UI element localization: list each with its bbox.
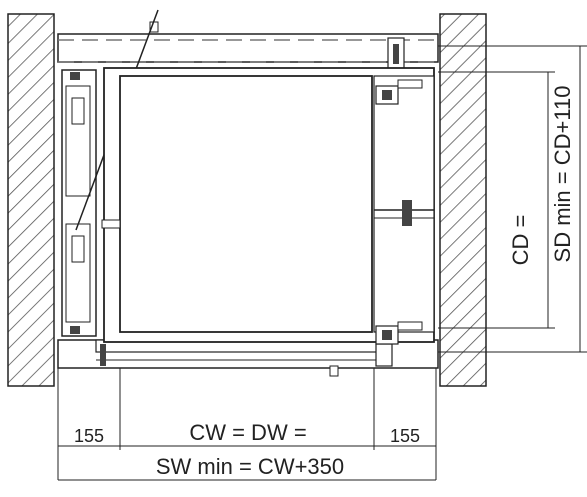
cd-label: CD = <box>508 215 533 266</box>
right-offset-label: 155 <box>390 426 420 446</box>
vertical-dimension <box>438 45 587 353</box>
left-offset-label: 155 <box>74 426 104 446</box>
top-sill <box>57 21 439 71</box>
door-operator-top <box>375 79 423 105</box>
right-wall <box>439 13 487 387</box>
sw-min-label: SW min = CW+350 <box>156 454 344 479</box>
car-platform <box>101 67 435 343</box>
cw-dw-label: CW = DW = <box>189 420 306 445</box>
sd-min-label: SD min = CD+110 <box>550 86 575 263</box>
door-operator-bottom <box>375 321 423 345</box>
left-wall <box>7 13 55 387</box>
horizontal-dimension <box>57 368 437 481</box>
counterweight <box>61 9 159 337</box>
bottom-sill <box>57 339 439 377</box>
